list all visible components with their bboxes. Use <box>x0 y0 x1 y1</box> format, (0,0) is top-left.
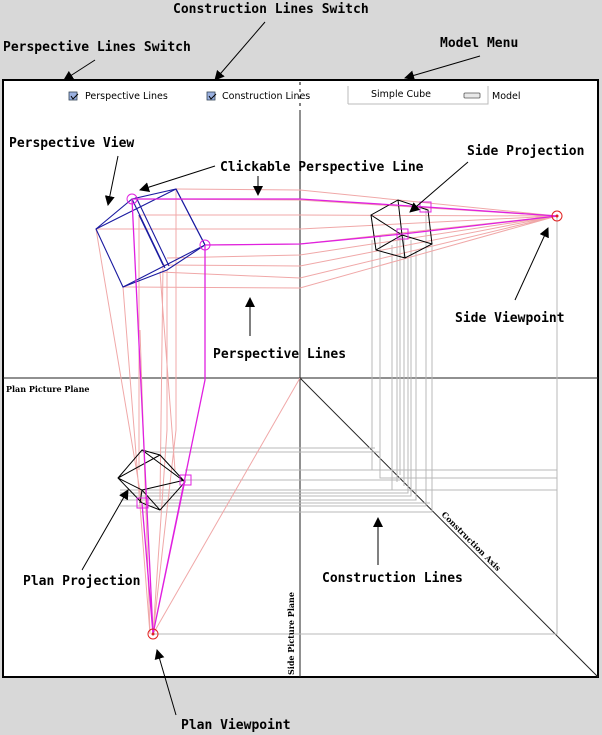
model-menu-selected[interactable]: Simple Cube <box>371 89 431 100</box>
annotation-arrows <box>63 21 549 716</box>
annotation-perspective-lines-switch: Perspective Lines Switch <box>3 40 191 55</box>
annotation-construction-lines-switch: Construction Lines Switch <box>173 2 369 17</box>
plan-projection-cube <box>117 449 186 511</box>
plan-projection-handle[interactable] <box>136 497 149 509</box>
clickable-perspective-lines[interactable] <box>126 193 558 635</box>
side-projection-cube <box>370 199 433 259</box>
annotation-side-projection: Side Projection <box>467 144 584 159</box>
model-menu[interactable]: Simple Cube Model <box>347 86 521 105</box>
perspective-lines-label: Perspective Lines <box>85 91 168 102</box>
annotation-perspective-view: Perspective View <box>9 136 134 151</box>
side-viewpoint-marker[interactable] <box>551 210 563 222</box>
annotation-plan-viewpoint: Plan Viewpoint <box>181 718 291 733</box>
annotation-side-viewpoint: Side Viewpoint <box>455 311 565 326</box>
annotation-perspective-lines: Perspective Lines <box>213 347 346 362</box>
annotation-plan-projection: Plan Projection <box>23 574 140 589</box>
annotation-construction-lines: Construction Lines <box>322 571 463 586</box>
perspective-lines <box>95 188 558 635</box>
construction-axis-line <box>299 377 599 678</box>
annotation-clickable-perspective-line: Clickable Perspective Line <box>220 160 424 175</box>
perspective-point-handle[interactable] <box>199 239 211 251</box>
plan-viewpoint-marker[interactable] <box>147 628 159 640</box>
annotation-model-menu: Model Menu <box>440 36 518 51</box>
plan-projection-handle[interactable] <box>179 474 192 486</box>
plan-picture-plane-label: Plan Picture Plane <box>6 384 90 394</box>
construction-lines-label: Construction Lines <box>222 91 310 102</box>
construction-lines-checkbox[interactable]: Construction Lines <box>206 91 310 102</box>
side-picture-plane-label: Side Picture Plane <box>286 592 296 675</box>
perspective-lines-checkbox[interactable]: Perspective Lines <box>68 91 168 102</box>
checkmark-icon <box>70 93 79 100</box>
model-menu-label: Model <box>492 91 521 102</box>
checkbox-icon[interactable] <box>68 91 78 101</box>
construction-lines <box>120 207 558 635</box>
checkmark-icon <box>208 93 217 100</box>
checkbox-icon[interactable] <box>206 91 216 101</box>
dropdown-indicator-icon[interactable] <box>463 92 481 99</box>
perspective-point-handle[interactable] <box>126 193 138 205</box>
side-projection-handle[interactable] <box>396 228 409 240</box>
